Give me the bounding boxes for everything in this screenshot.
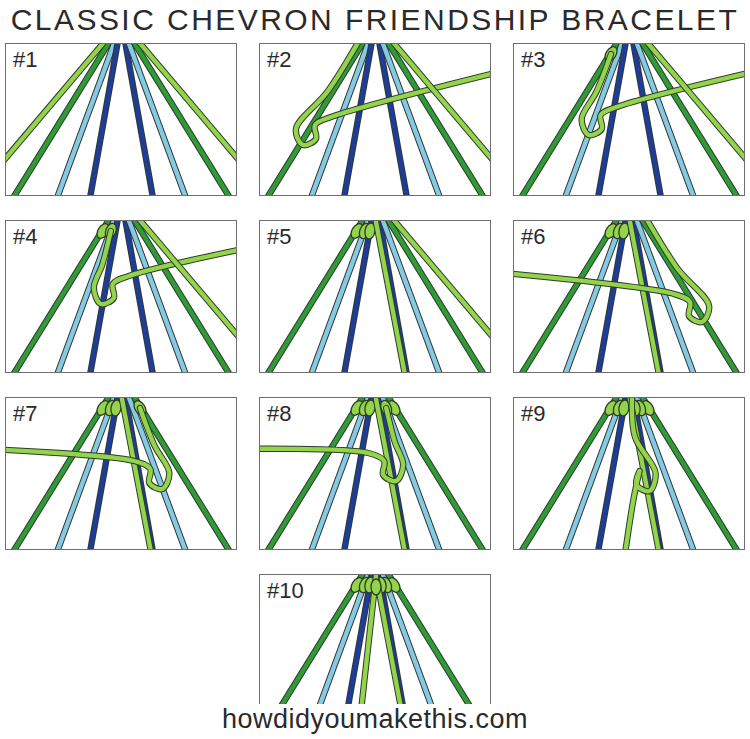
panel-ground: [5, 397, 237, 550]
strand-outline: [598, 220, 626, 373]
title: CLASSIC CHEVRON FRIENDSHIP BRACELET: [11, 3, 739, 36]
step-illustration: [259, 43, 491, 196]
strand-outline: [138, 220, 237, 373]
step-number: #4: [11, 225, 39, 249]
strand: [630, 222, 659, 373]
step-number: #3: [519, 48, 547, 72]
step-number: #7: [11, 402, 39, 426]
strand-outline: [392, 43, 491, 196]
working-strand-outline: [513, 220, 709, 322]
strand-outline: [5, 43, 105, 196]
step-illustration: [513, 43, 745, 196]
strand-outline: [133, 43, 230, 196]
strand: [387, 43, 484, 196]
step-illustration: [259, 220, 491, 373]
strand-outline: [598, 397, 626, 550]
step-panel: #6: [513, 220, 745, 373]
strand-outline: [90, 43, 118, 196]
strand-outline: [133, 220, 230, 373]
step-number: #9: [519, 402, 547, 426]
strand: [138, 220, 237, 373]
step-number: #8: [265, 402, 293, 426]
strand: [344, 220, 372, 373]
step-illustration: [5, 220, 237, 373]
strand: [598, 397, 626, 550]
strand: [376, 222, 405, 373]
strand: [598, 220, 626, 373]
strand-outline: [392, 220, 491, 373]
title-row: CLASSIC CHEVRON FRIENDSHIP BRACELET: [0, 3, 750, 37]
step-number: #10: [265, 579, 306, 603]
strand: [138, 43, 237, 196]
strand-outline: [630, 222, 659, 373]
step-panel: #2: [259, 43, 491, 196]
panel-ground: [259, 397, 491, 550]
step-illustration: [513, 397, 745, 550]
working-strand-outline: [296, 43, 491, 145]
step-panel: #8: [259, 397, 491, 550]
strand-outline: [646, 43, 745, 196]
strand: [90, 43, 118, 196]
strand-outline: [344, 43, 372, 196]
website-label: howdidyoumakethis.com: [218, 704, 532, 734]
step-number: #5: [265, 225, 293, 249]
strand: [133, 43, 230, 196]
strand-outline: [344, 220, 372, 373]
step-panel: #3: [513, 43, 745, 196]
strand-outline: [387, 43, 484, 196]
step-illustration: [513, 220, 745, 373]
step-illustration: [5, 397, 237, 550]
working-strand: [625, 399, 656, 550]
strand: [344, 397, 372, 550]
strand: [5, 43, 105, 196]
strand: [641, 43, 738, 196]
strand-outline: [90, 397, 118, 550]
working-strand: [94, 231, 237, 304]
working-strand-outline: [94, 231, 237, 304]
working-strand-outline: [625, 399, 656, 550]
strand-outline: [344, 397, 372, 550]
strand: [392, 43, 491, 196]
step-panel: #4: [5, 220, 237, 373]
strand: [646, 43, 745, 196]
step-number: #2: [265, 48, 293, 72]
strand: [90, 397, 118, 550]
step-panel: #5: [259, 220, 491, 373]
knot: [371, 579, 381, 595]
step-panel: #1: [5, 43, 237, 196]
panel-ground: [513, 220, 745, 373]
footer-row: howdidyoumakethis.com: [0, 704, 750, 734]
strand: [392, 220, 491, 373]
strand: [133, 220, 230, 373]
working-strand: [513, 220, 709, 322]
step-number: #6: [519, 225, 547, 249]
strand-outline: [641, 43, 738, 196]
step-number: #1: [11, 48, 39, 72]
step-illustration: [5, 43, 237, 196]
working-strand: [296, 43, 491, 145]
step-illustration: [259, 397, 491, 550]
step-panel: #9: [513, 397, 745, 550]
strand-outline: [376, 222, 405, 373]
strand: [344, 43, 372, 196]
step-panel: #7: [5, 397, 237, 550]
strand-outline: [138, 43, 237, 196]
